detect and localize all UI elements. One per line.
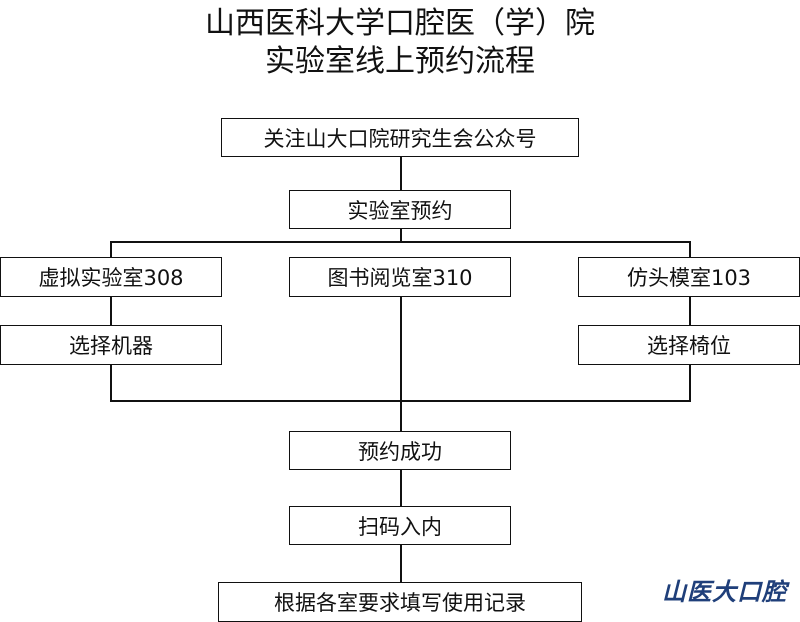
title-line1: 山西医科大学口腔医（学）院 — [205, 6, 595, 41]
step-room-reading: 图书阅览室310 — [289, 257, 511, 297]
step-success: 预约成功 — [289, 431, 511, 470]
school-logo-text: 山医大口腔 — [662, 577, 787, 606]
branch-top-line — [110, 241, 690, 243]
connector-reserve-branch — [400, 228, 402, 242]
connector-scan-record — [400, 544, 402, 582]
step-room-virtual-lab: 虚拟实验室308 — [0, 257, 222, 297]
step-record: 根据各室要求填写使用记录 — [218, 582, 582, 622]
step-scan: 扫码入内 — [289, 506, 511, 545]
connector-follow-reserve — [400, 156, 402, 190]
step-select-machine: 选择机器 — [0, 325, 222, 365]
title-line2: 实验室线上预约流程 — [265, 44, 535, 79]
connector-right-top — [689, 241, 691, 259]
connector-success-scan — [400, 469, 402, 507]
connector-center-down — [400, 296, 402, 432]
connector-left-top — [110, 241, 112, 259]
step-follow: 关注山大口院研究生会公众号 — [221, 118, 579, 157]
step-select-chair: 选择椅位 — [578, 325, 800, 365]
step-room-phantom-head: 仿头模室103 — [578, 257, 800, 297]
step-reserve: 实验室预约 — [289, 190, 511, 229]
